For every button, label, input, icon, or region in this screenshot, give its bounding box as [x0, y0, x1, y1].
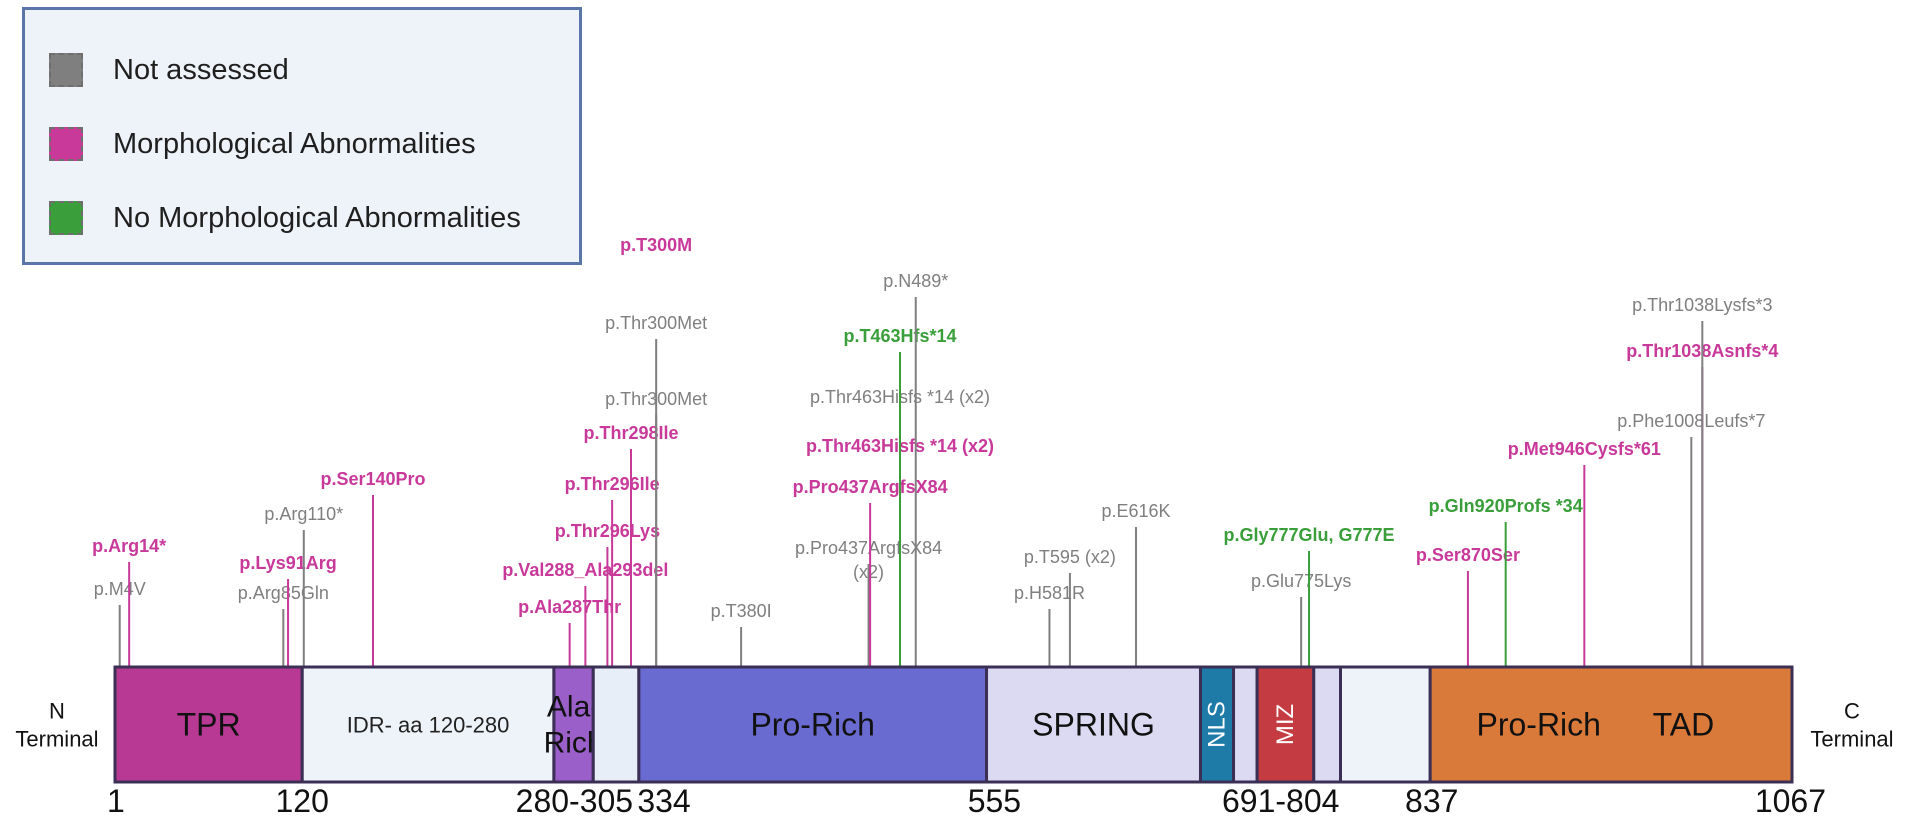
variant-label: p.H581R [1014, 583, 1085, 603]
variant-label: p.Gln920Profs *34 [1429, 496, 1583, 516]
variant-label: p.Gly777Glu, G777E [1223, 525, 1394, 545]
variant-label: p.Lys91Arg [239, 553, 336, 573]
variant-label: p.Pro437ArgfsX84 [793, 477, 948, 497]
variant-label: p.T380I [711, 601, 772, 621]
domain-block [1255, 665, 1316, 784]
variant-label: p.Arg110* [264, 504, 343, 524]
position-label: 334 [637, 783, 690, 819]
position-label: 555 [968, 783, 1021, 819]
position-label: 1 [107, 783, 125, 819]
domain-block [113, 665, 304, 784]
domain-label: MIZ [1272, 704, 1299, 745]
domain-block [591, 665, 641, 784]
domain-block [300, 665, 556, 784]
variant-label: p.Ser870Ser [1416, 545, 1520, 565]
domain-block [1339, 665, 1432, 784]
variant-label: p.Met946Cysfs*61 [1508, 439, 1661, 459]
domain-label: TAD [1653, 707, 1715, 743]
variant-label: p.M4V [94, 579, 146, 599]
domain-block [637, 665, 989, 784]
variant-label: p.N489* [883, 271, 948, 291]
variant-label-suffix: (x2) [853, 562, 884, 582]
variant-label: p.Val288_Ala293del [502, 560, 668, 580]
legend-swatch-normal [49, 201, 83, 235]
domain-block [1428, 665, 1794, 784]
variant-label: p.T595 (x2) [1024, 547, 1116, 567]
variant-label: p.Ser140Pro [320, 469, 425, 489]
domain-label: TPR [177, 707, 241, 743]
domain-label: SPRING [1032, 707, 1155, 743]
legend-item-not-assessed: Not assessed [49, 50, 289, 90]
variant-label: p.Thr296Lys [555, 521, 660, 541]
variant-label: p.Thr298Ile [583, 423, 678, 443]
domain-label: IDR- aa 120-280 [347, 713, 510, 738]
domain-block [1198, 665, 1236, 784]
variant-label: p.Ala287Thr [518, 597, 621, 617]
n-terminal-label: Terminal [15, 727, 98, 752]
position-label: 120 [276, 783, 329, 819]
legend-swatch-not-assessed [49, 53, 83, 87]
position-label: 280-305 [516, 783, 633, 819]
variant-label: p.Arg14* [92, 536, 166, 556]
variant-label: p.Phe1008Leufs*7 [1617, 411, 1765, 431]
domain-block [1232, 665, 1259, 784]
domain-block [1312, 665, 1343, 784]
variant-label: p.Thr296Ile [565, 474, 660, 494]
domain-label: Pro-Rich [1476, 707, 1600, 743]
legend-label: No Morphological Abnormalities [113, 201, 521, 234]
domain-block [985, 665, 1202, 784]
variant-label: p.Thr1038Lysfs*3 [1632, 295, 1772, 315]
position-label: 691-804 [1222, 783, 1339, 819]
variant-label: p.Thr300Met [605, 313, 707, 333]
position-label: 1067 [1755, 783, 1826, 819]
variant-label: p.Pro437ArgfsX84 [795, 538, 942, 558]
domain-label: NLS [1204, 701, 1231, 748]
domain-label: Pro-Rich [750, 707, 874, 743]
c-terminal-label: C [1844, 699, 1860, 724]
legend-label: Not assessed [113, 53, 289, 86]
legend-label: Morphological Abnormalities [113, 127, 476, 160]
terminal-labels: N Terminal C Terminal [15, 699, 1893, 752]
legend: Not assessed Morphological Abnormalities… [22, 7, 582, 265]
variant-label: p.T463Hfs*14 [843, 326, 956, 346]
variants-layer: p.M4V p.Arg14* p.Arg85Gln p.Lys91Arg p.Arg11… [92, 235, 1778, 667]
n-terminal-label: N [49, 699, 65, 724]
domain-block [552, 665, 595, 784]
variant-label: p.Arg85Gln [238, 583, 329, 603]
legend-item-morphological-abnormalities: Morphological Abnormalities [49, 124, 476, 164]
legend-item-no-morphological-abnormalities: No Morphological Abnormalities [49, 198, 521, 238]
position-label: 837 [1405, 783, 1458, 819]
variant-label: p.Glu775Lys [1251, 571, 1351, 591]
legend-swatch-abnormal [49, 127, 83, 161]
domain-label: Ala- [547, 691, 600, 724]
variant-label: p.E616K [1101, 501, 1170, 521]
variant-label: p.T300M [620, 235, 692, 255]
c-terminal-label: Terminal [1810, 727, 1893, 752]
